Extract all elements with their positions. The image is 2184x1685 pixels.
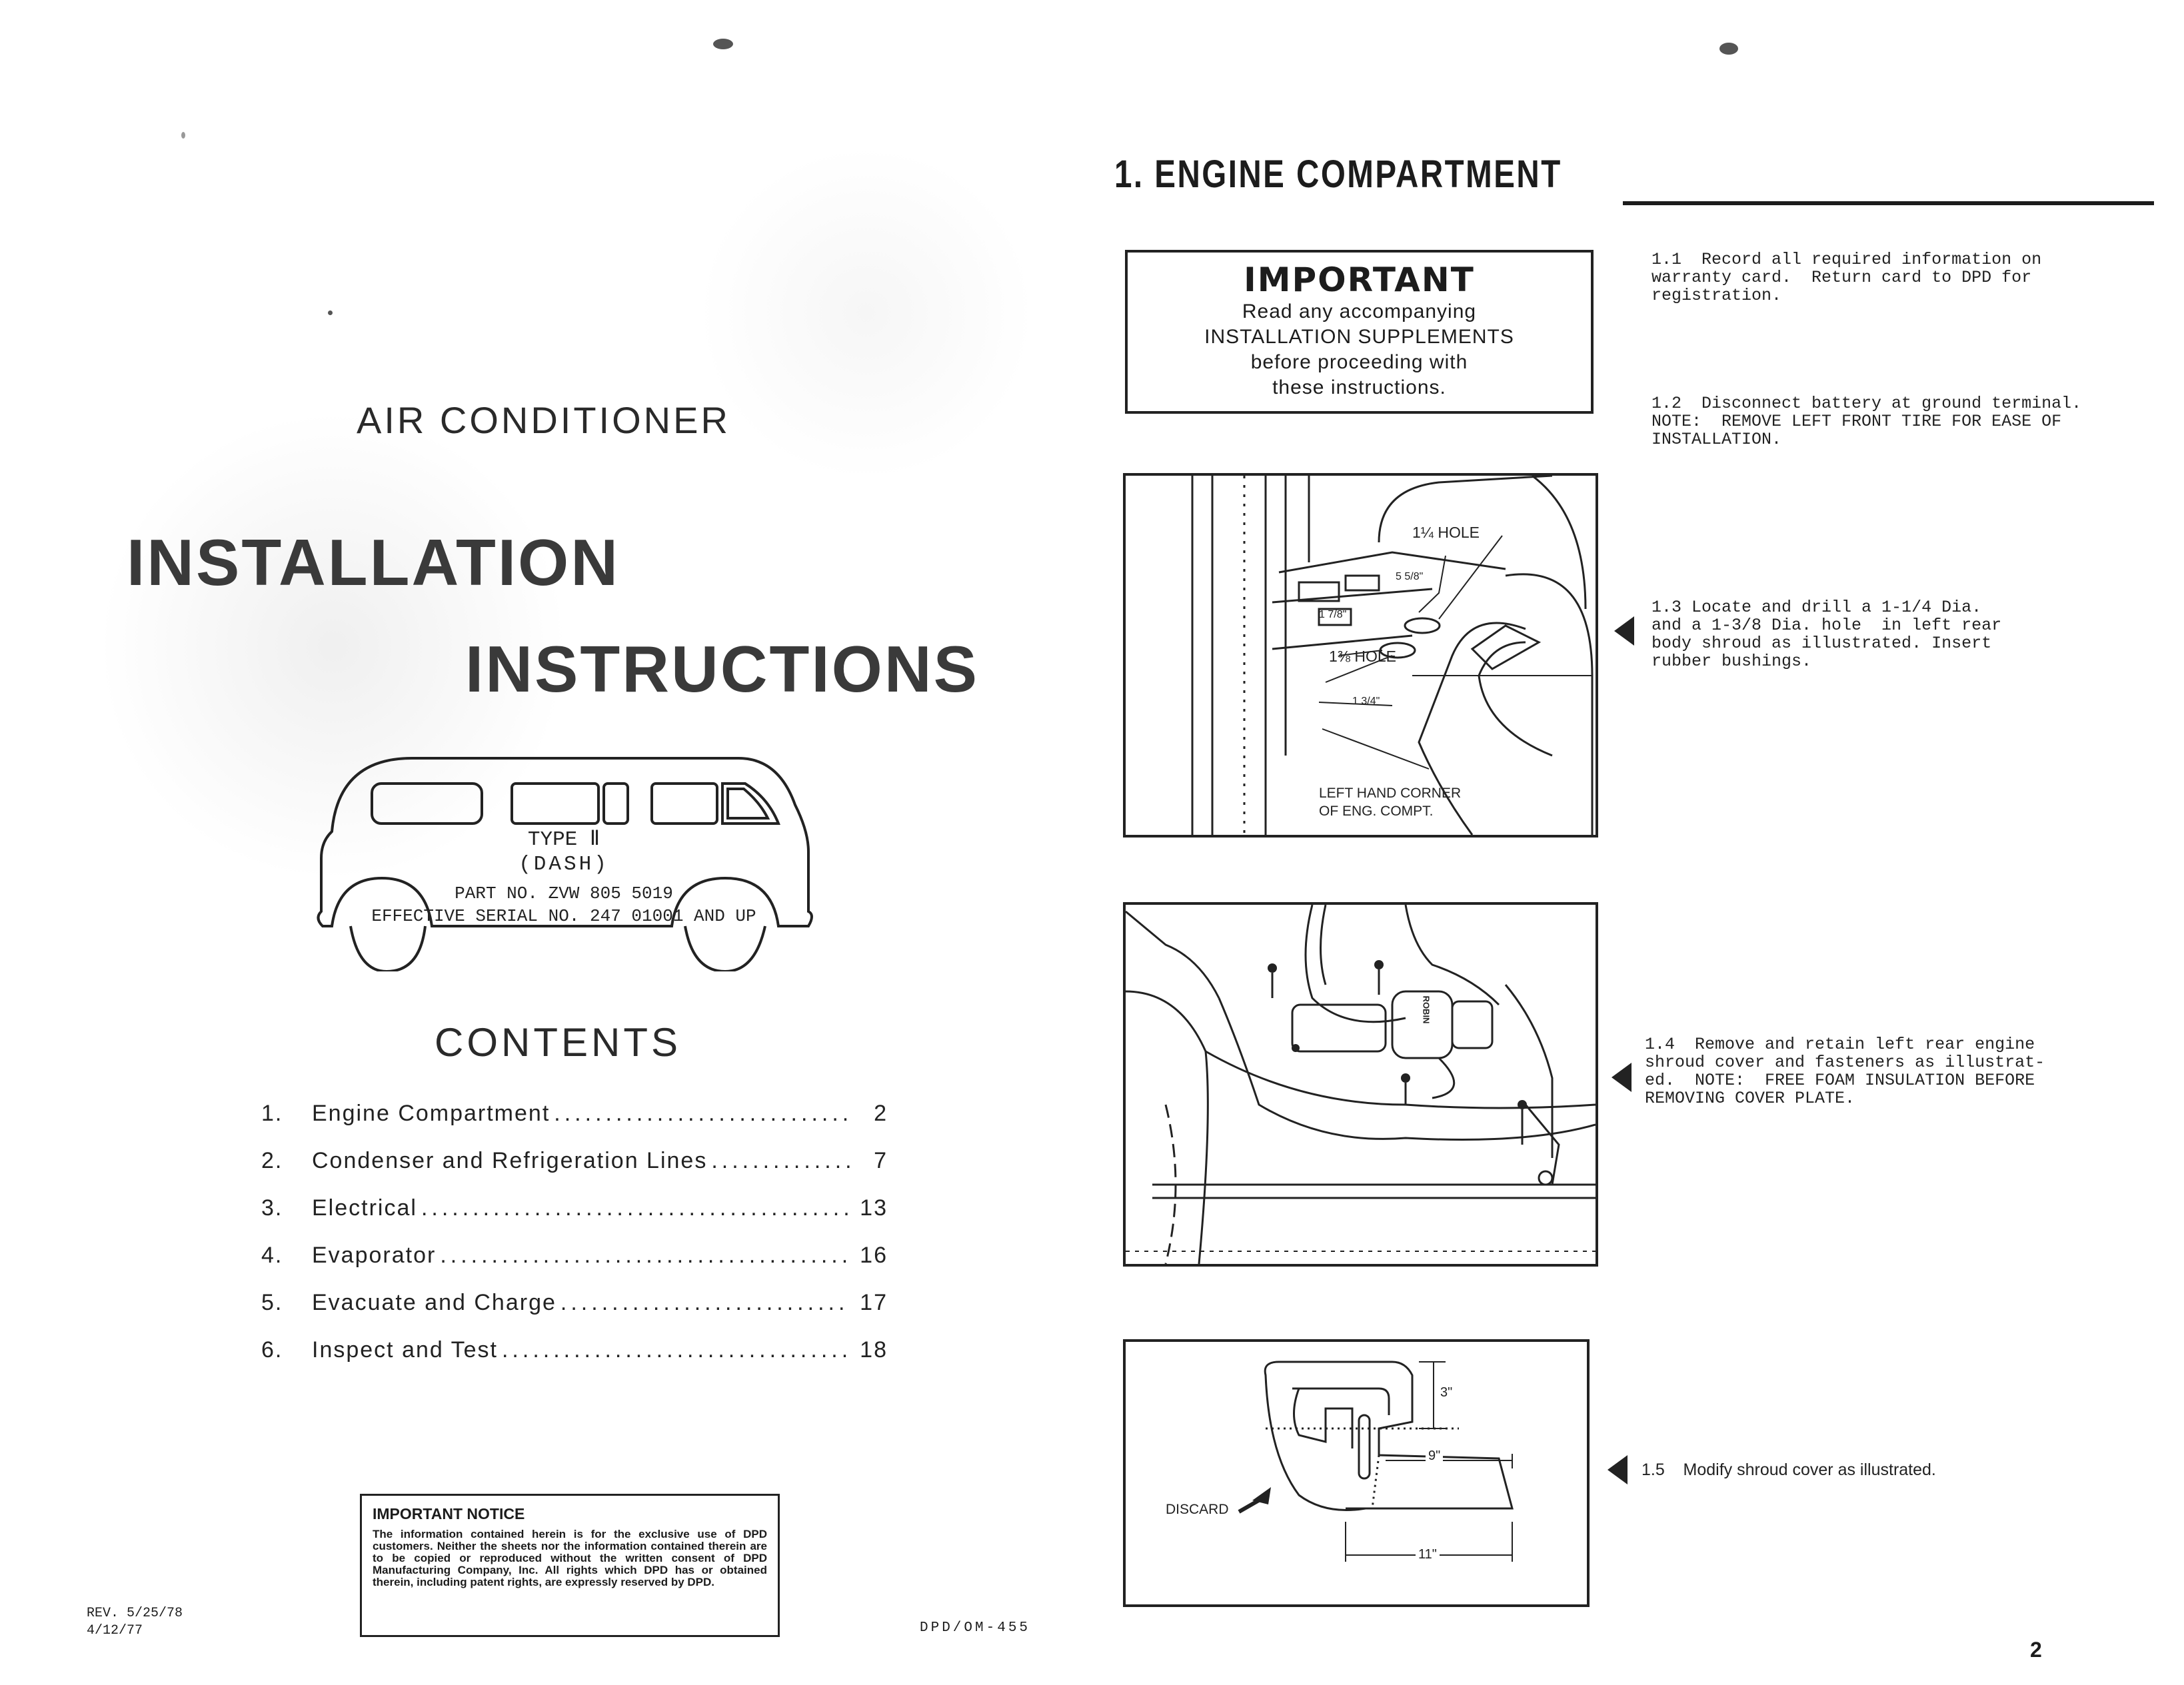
figure-caption: OF ENG. COMPT. — [1319, 804, 1434, 819]
important-line: these instructions. — [1272, 376, 1446, 398]
step-1-1: 1.1 Record all required information on w… — [1651, 250, 2042, 305]
figure-modify-cover: 3" 9" 11" DISCARD — [1123, 1339, 1590, 1607]
toc-item[interactable]: 2. Condenser and Refrigeration Lines 7 — [261, 1148, 888, 1195]
title-air-conditioner: AIR CONDITIONER — [357, 399, 730, 441]
label-upper-hole: 1¼ HOLE — [1412, 524, 1480, 541]
toc-page: 18 — [860, 1337, 888, 1363]
step-1-2: 1.2 Disconnect battery at ground termina… — [1651, 394, 2082, 449]
toc-leader — [711, 1148, 850, 1174]
toc-title: Condenser and Refrigeration Lines — [312, 1148, 708, 1173]
important-line: before proceeding with — [1250, 351, 1468, 373]
toc-page: 7 — [874, 1148, 888, 1173]
title-instructions: INSTRUCTIONS — [465, 632, 979, 706]
section-title: 1. ENGINE COMPARTMENT — [1114, 153, 1562, 196]
toc-title: Inspect and Test — [312, 1337, 498, 1363]
dimension-label: 3" — [1440, 1385, 1453, 1400]
toc-title: Electrical — [312, 1195, 417, 1221]
contents-heading: CONTENTS — [435, 1020, 681, 1065]
revision-date: REV. 5/25/78 — [87, 1606, 183, 1621]
shroud-cover-drawing — [1238, 1361, 1514, 1562]
dimension-label: 5 5/8" — [1396, 571, 1424, 582]
toc-leader — [421, 1195, 850, 1221]
engine-shroud-drawing — [1126, 905, 1596, 1264]
figure-shroud-cover: ROBIN — [1123, 902, 1598, 1267]
notice-body: The information contained herein is for … — [373, 1528, 767, 1588]
component-label: ROBIN — [1421, 995, 1432, 1024]
title-installation: INSTALLATION — [127, 526, 620, 599]
van-variant: (DASH) — [519, 853, 609, 876]
toc-page: 2 — [874, 1101, 888, 1126]
toc-number: 3. — [261, 1195, 283, 1221]
paper-speck — [1719, 43, 1738, 55]
toc-item[interactable]: 3. Electrical 13 — [261, 1195, 888, 1243]
toc-page: 16 — [860, 1243, 888, 1268]
toc-title: Evacuate and Charge — [312, 1290, 556, 1315]
paper-speck — [181, 132, 185, 139]
step-1-4: 1.4 Remove and retain left rear engine s… — [1645, 1035, 2045, 1108]
section-rule — [1623, 201, 2154, 205]
pointer-arrow-icon — [1608, 1455, 1628, 1484]
toc-number: 1. — [261, 1101, 283, 1126]
toc-number: 6. — [261, 1337, 283, 1363]
dimension-label: 11" — [1416, 1547, 1440, 1562]
dimension-label: 1 7/8" — [1319, 609, 1347, 620]
toc-item[interactable]: 1. Engine Compartment 2 — [261, 1101, 888, 1148]
figure-drill-holes: 1¼ HOLE 1⅜ HOLE 5 5/8" 1 7/8" 1 3/4" LEF… — [1123, 473, 1598, 838]
toc-number: 4. — [261, 1243, 283, 1268]
paper-stain — [700, 147, 1033, 480]
paper-speck — [328, 310, 333, 315]
toc-leader — [440, 1243, 850, 1269]
document-code: DPD/OM-455 — [920, 1620, 1031, 1636]
discard-label: DISCARD — [1166, 1502, 1229, 1517]
toc-title: Engine Compartment — [312, 1101, 550, 1126]
toc-item[interactable]: 4. Evaporator 16 — [261, 1243, 888, 1290]
toc-page: 13 — [860, 1195, 888, 1221]
van-type: TYPE Ⅱ — [527, 828, 600, 851]
toc-title: Evaporator — [312, 1243, 437, 1268]
original-date: 4/12/77 — [87, 1623, 143, 1638]
body-shroud-drawing — [1191, 476, 1594, 835]
step-1-5: 1.5 Modify shroud cover as illustrated. — [1641, 1460, 1936, 1479]
step-1-3: 1.3 Locate and drill a 1-1/4 Dia. and a … — [1651, 598, 2002, 671]
effective-serial: EFFECTIVE SERIAL NO. 247 01001 AND UP — [371, 906, 756, 926]
contents-list: 1. Engine Compartment 2 2. Condenser and… — [261, 1101, 888, 1385]
dimension-label: 1 3/4" — [1352, 696, 1380, 707]
pointer-arrow-icon — [1612, 1063, 1632, 1092]
toc-page: 17 — [860, 1290, 888, 1315]
paper-speck — [713, 39, 733, 49]
important-title: IMPORTANT — [1244, 261, 1475, 299]
label-lower-hole: 1⅜ HOLE — [1329, 648, 1396, 665]
pointer-arrow-icon — [1614, 616, 1634, 646]
important-box: IMPORTANT Read any accompanying INSTALLA… — [1125, 250, 1594, 414]
figure-caption: LEFT HAND CORNER — [1319, 786, 1462, 801]
toc-leader — [554, 1101, 850, 1127]
page-number: 2 — [2030, 1638, 2042, 1662]
important-notice-box: IMPORTANT NOTICE The information contain… — [360, 1494, 780, 1637]
van-illustration: TYPE Ⅱ (DASH) PART NO. ZVW 805 5019 EFFE… — [312, 752, 816, 973]
important-line: INSTALLATION SUPPLEMENTS — [1204, 326, 1514, 348]
notice-title: IMPORTANT NOTICE — [373, 1505, 525, 1522]
dimension-label: 9" — [1426, 1448, 1444, 1464]
part-number: PART NO. ZVW 805 5019 — [455, 883, 673, 903]
toc-number: 2. — [261, 1148, 283, 1173]
toc-item[interactable]: 6. Inspect and Test 18 — [261, 1337, 888, 1385]
important-line: Read any accompanying — [1242, 300, 1477, 322]
toc-leader — [502, 1337, 850, 1363]
toc-number: 5. — [261, 1290, 283, 1315]
toc-item[interactable]: 5. Evacuate and Charge 17 — [261, 1290, 888, 1337]
toc-leader — [560, 1290, 850, 1316]
